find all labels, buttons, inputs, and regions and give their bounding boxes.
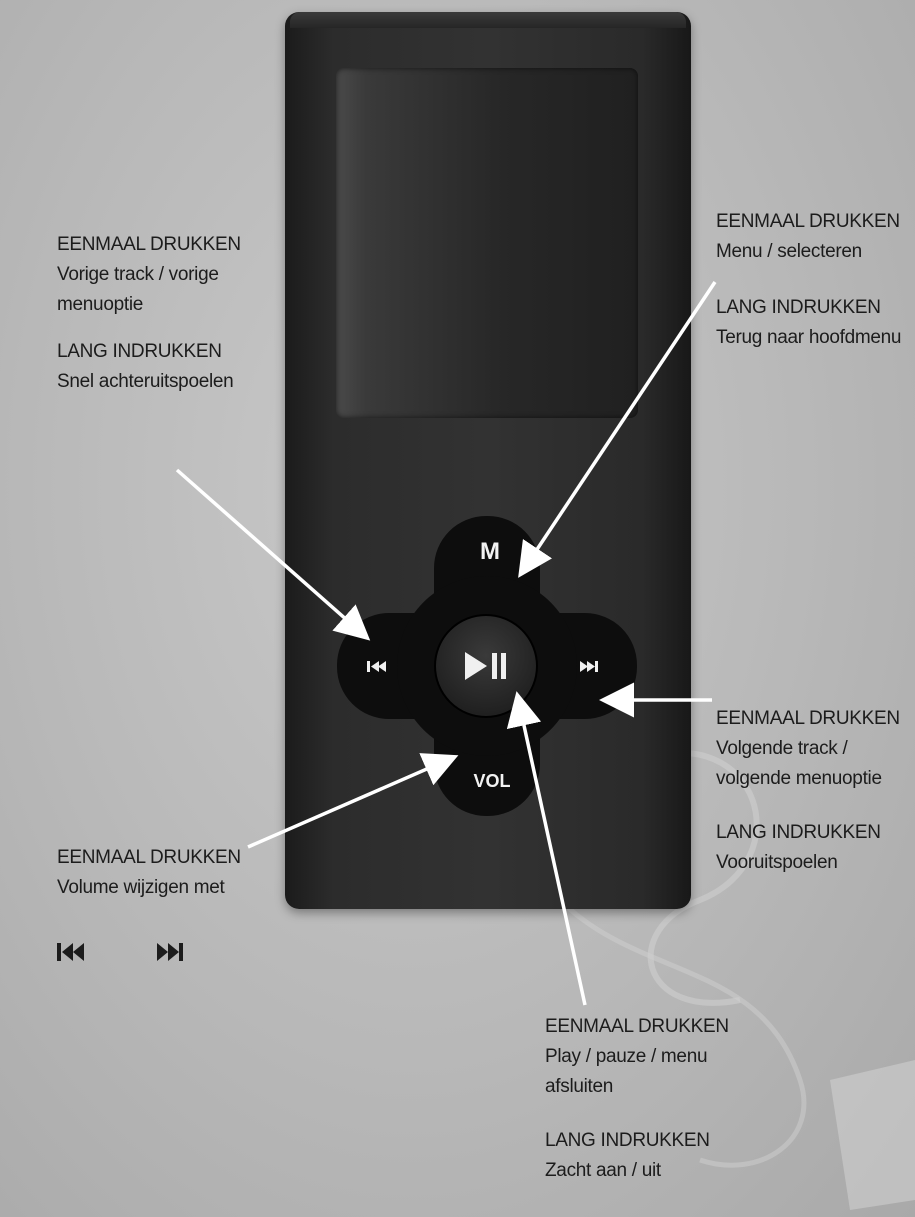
skip-next-icon [157,943,183,961]
callout-next-press-once-line-2: volgende menuoptie [716,768,882,789]
callout-menu-long-press-line-1: Terug naar hoofdmenu [716,327,902,348]
player-screen [336,68,638,418]
callout-previous-long-press-title: LANG INDRUKKEN [57,341,222,362]
callout-menu-long-press-title: LANG INDRUKKEN [716,297,881,318]
callout-next-long-press-title: LANG INDRUKKEN [716,822,881,843]
volume-legend-icons [57,943,183,961]
callout-play-pause-long-press-line-1: Zacht aan / uit [545,1160,661,1181]
callout-play-pause-press-once-line-1: Play / pauze / menu [545,1046,708,1067]
skip-previous-icon [57,943,84,961]
callout-previous-long-press-line-1: Snel achteruitspoelen [57,371,234,392]
callout-menu-press-once-line-1: Menu / selecteren [716,241,862,262]
skip-previous-icon [367,661,386,672]
callout-previous-press-once-line-2: menuoptie [57,294,144,315]
callout-play-pause-press-once-title: EENMAAL DRUKKEN [545,1016,729,1037]
callout-next-press-once-line-1: Volgende track / [716,738,848,759]
menu-button-label: M [480,538,500,565]
play-pause-icon [465,652,506,680]
volume-button-label: VOL [473,771,511,791]
callout-volume: EENMAAL DRUKKEN Volume wijzigen met [57,843,241,903]
callout-volume-press-once-line-1: Volume wijzigen met [57,877,225,898]
callout-play-pause: EENMAAL DRUKKEN Play / pauze / menu afsl… [545,1012,729,1186]
skip-next-icon [580,661,598,672]
callout-previous: EENMAAL DRUKKEN Vorige track / vorige me… [57,230,241,397]
callout-next-long-press-line-1: Vooruitspoelen [716,852,838,873]
callout-previous-press-once-line-1: Vorige track / vorige [57,264,219,285]
callout-next: EENMAAL DRUKKEN Volgende track / volgend… [716,704,900,878]
callout-play-pause-press-once-line-2: afsluiten [545,1076,614,1097]
callout-volume-press-once-title: EENMAAL DRUKKEN [57,847,241,868]
callout-play-pause-long-press-title: LANG INDRUKKEN [545,1130,710,1151]
callout-previous-press-once-title: EENMAAL DRUKKEN [57,234,241,255]
callout-next-press-once-title: EENMAAL DRUKKEN [716,708,900,729]
mp3-player-top-rim [290,12,686,28]
callout-menu: EENMAAL DRUKKEN Menu / selecteren LANG I… [716,207,902,353]
callout-menu-press-once-title: EENMAAL DRUKKEN [716,211,900,232]
